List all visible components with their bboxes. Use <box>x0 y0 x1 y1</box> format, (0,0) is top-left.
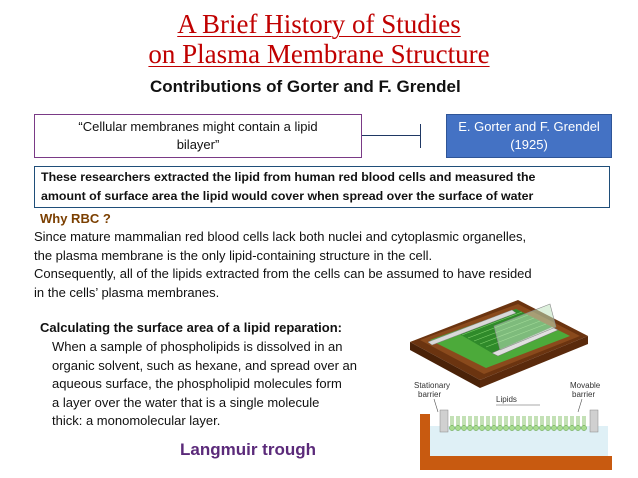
movable-barrier-glass <box>493 303 557 351</box>
trough-3d-illustration <box>410 300 588 388</box>
langmuir-trough-label: Langmuir trough <box>180 440 316 459</box>
calculating-line-2: organic solvent, such as hexane, and spr… <box>52 357 357 373</box>
stationary-barrier-label-1: Stationary <box>414 381 450 390</box>
why-rbc-heading: Why RBC ? <box>40 211 111 226</box>
slide-title-line-1: A Brief History of Studies <box>177 9 461 39</box>
calculating-line-5: thick: a monomolecular layer. <box>52 413 221 429</box>
why-rbc-line-3: Consequently, all of the lipids extracte… <box>34 266 532 281</box>
connector-bar <box>420 124 421 148</box>
calculating-heading: Calculating the surface area of a lipid … <box>40 320 342 335</box>
research-line-2: amount of surface area the lipid would c… <box>41 189 534 203</box>
research-summary-box: These researchers extracted the lipid fr… <box>34 166 610 208</box>
calculating-paragraph: When a sample of phospholipids is dissol… <box>52 338 402 431</box>
water-layer <box>428 426 608 460</box>
trough-cross-section <box>420 409 612 470</box>
movable-barrier-label-1: Movable <box>570 381 601 390</box>
movable-barrier <box>589 409 599 433</box>
why-rbc-line-2: the plasma membrane is the only lipid-co… <box>34 247 433 263</box>
stationary-barrier-label-2: barrier <box>418 390 441 399</box>
quote-line-1: “Cellular membranes might contain a lipi… <box>78 119 318 134</box>
slide-title-line-2: on Plasma Membrane Structure <box>148 39 490 69</box>
why-rbc-line-1: Since mature mammalian red blood cells l… <box>34 229 527 244</box>
authors-line-1: E. Gorter and F. Grendel <box>458 119 600 134</box>
authors-box: E. Gorter and F. Grendel (1925) <box>446 114 612 158</box>
slide-subtitle: Contributions of Gorter and F. Grendel <box>150 77 461 96</box>
quote-box: “Cellular membranes might contain a lipi… <box>34 114 362 158</box>
research-line-1: These researchers extracted the lipid fr… <box>41 170 536 184</box>
quote-line-2: bilayer” <box>176 137 220 152</box>
langmuir-trough-figure: Stationary barrier Lipids Movable barrie… <box>410 300 612 470</box>
trough-base-side-front <box>410 342 480 388</box>
stationary-pointer <box>433 398 439 413</box>
calculating-line-1: When a sample of phospholipids is dissol… <box>52 339 343 354</box>
why-rbc-line-4: in the cells’ plasma membranes. <box>34 284 220 300</box>
stationary-barrier-bar <box>427 309 517 346</box>
connector-line <box>362 135 420 136</box>
calculating-line-4: a layer over the water that is a single … <box>52 394 320 410</box>
trough-left-wall <box>420 414 430 458</box>
stationary-barrier <box>439 409 449 433</box>
why-rbc-paragraph: Since mature mammalian red blood cells l… <box>34 228 624 302</box>
lipids-label: Lipids <box>496 395 517 404</box>
trough-bottom <box>420 456 612 470</box>
movable-barrier-label-2: barrier <box>572 390 595 399</box>
trough-base-side-right <box>480 336 588 388</box>
calculating-line-3: aqueous surface, the phospholipid molecu… <box>52 376 342 392</box>
movable-pointer <box>577 398 583 413</box>
authors-line-2: (1925) <box>510 137 548 152</box>
phospholipid-monolayer <box>449 416 587 431</box>
